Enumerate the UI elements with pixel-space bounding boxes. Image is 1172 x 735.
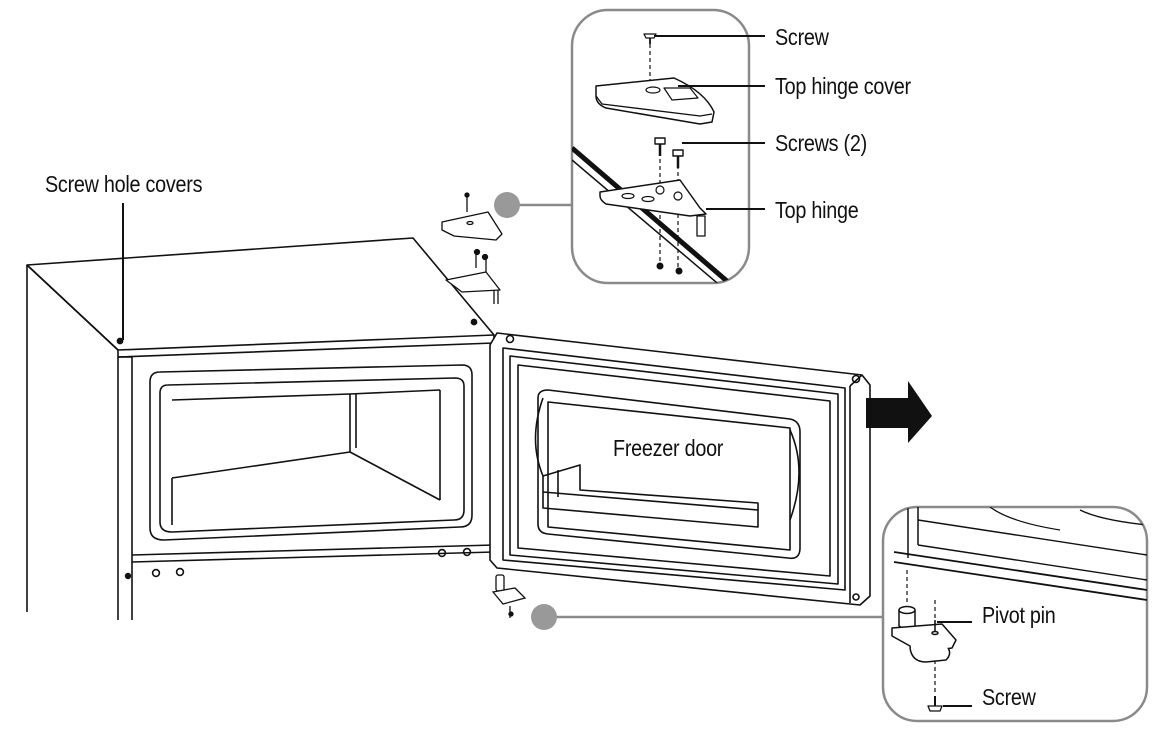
screws-2-label: Screws (2) [775,130,867,156]
top-hinge-label: Top hinge [775,197,859,223]
bottom-screw-label: Screw [982,684,1036,710]
freezer-door [489,332,871,606]
bottom-hinge-small [491,574,527,618]
refrigerator-cabinet [26,237,495,620]
top-hinge-parts-small [441,192,503,304]
screw-hole-covers-label: Screw hole covers [45,171,203,197]
bottom-callout-connector [531,604,886,630]
top-hinge-detail [570,8,765,285]
bottom-hinge-detail [881,505,1149,723]
arrow-right-icon [866,381,932,443]
top-hinge-cover-label: Top hinge cover [775,73,911,99]
top-callout-connector [494,192,574,218]
freezer-door-label: Freezer door [613,435,724,461]
top-screw-label: Screw [775,24,829,50]
pivot-pin-label: Pivot pin [982,602,1056,628]
